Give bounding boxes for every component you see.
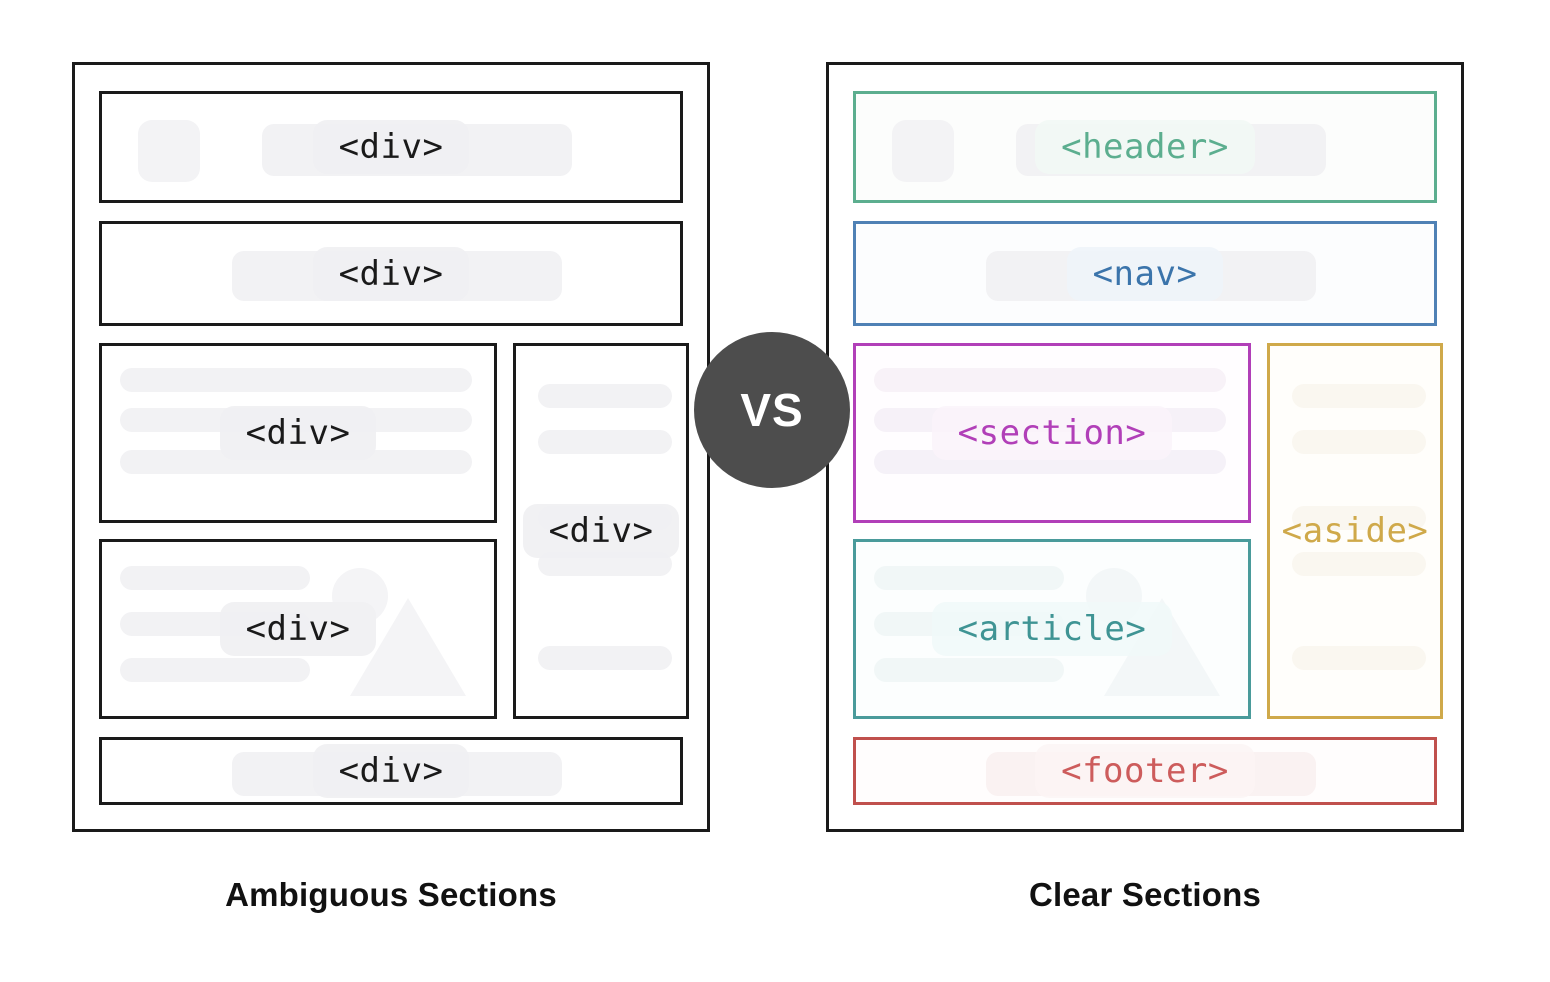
avatar-placeholder [138, 120, 200, 182]
vs-badge: VS [694, 332, 850, 488]
right-block-aside[interactable]: <aside> [1267, 343, 1443, 719]
text-placeholder [1292, 430, 1426, 454]
text-placeholder [120, 566, 310, 590]
left-block-main-lower-label: <div> [219, 602, 377, 656]
left-block-main-lower[interactable]: <div> [99, 539, 497, 719]
left-block-main-upper-label: <div> [219, 406, 377, 460]
text-placeholder [120, 658, 310, 682]
ambiguous-sections-panel: <div> <div> <div> [72, 62, 710, 832]
left-block-bottom-label: <div> [312, 744, 470, 798]
right-block-article-label: <article> [931, 602, 1173, 656]
text-placeholder [1292, 552, 1426, 576]
right-block-header-label: <header> [1035, 120, 1255, 174]
right-block-article[interactable]: <article> [853, 539, 1251, 719]
left-block-top-label: <div> [312, 120, 470, 174]
text-placeholder [1292, 646, 1426, 670]
right-block-nav-label: <nav> [1066, 246, 1224, 301]
left-block-second[interactable]: <div> [99, 221, 683, 326]
text-placeholder [538, 430, 672, 454]
left-block-main-upper[interactable]: <div> [99, 343, 497, 523]
left-block-second-label: <div> [312, 246, 470, 301]
clear-panel-inner: <header> <nav> <section> [853, 91, 1443, 805]
right-block-header[interactable]: <header> [853, 91, 1437, 203]
text-placeholder [1292, 384, 1426, 408]
right-block-nav[interactable]: <nav> [853, 221, 1437, 326]
left-block-top[interactable]: <div> [99, 91, 683, 203]
right-block-footer-label: <footer> [1035, 744, 1255, 798]
right-block-aside-label: <aside> [1281, 511, 1429, 551]
ambiguous-sections-caption: Ambiguous Sections [225, 876, 557, 913]
clear-sections-panel: <header> <nav> <section> [826, 62, 1464, 832]
left-block-right-column[interactable]: <div> [513, 343, 689, 719]
avatar-placeholder [892, 120, 954, 182]
text-placeholder [538, 384, 672, 408]
text-placeholder [120, 368, 472, 392]
text-placeholder [874, 368, 1226, 392]
text-placeholder [874, 658, 1064, 682]
left-block-bottom[interactable]: <div> [99, 737, 683, 805]
right-block-footer[interactable]: <footer> [853, 737, 1437, 805]
clear-sections-caption: Clear Sections [1028, 876, 1262, 913]
vs-badge-label: VS [740, 384, 804, 436]
ambiguous-panel-inner: <div> <div> <div> [99, 91, 689, 805]
text-placeholder [874, 566, 1064, 590]
left-block-right-column-label: <div> [522, 504, 680, 558]
text-placeholder [1292, 506, 1426, 530]
text-placeholder [538, 646, 672, 670]
right-block-section-label: <section> [931, 406, 1173, 460]
right-block-section[interactable]: <section> [853, 343, 1251, 523]
